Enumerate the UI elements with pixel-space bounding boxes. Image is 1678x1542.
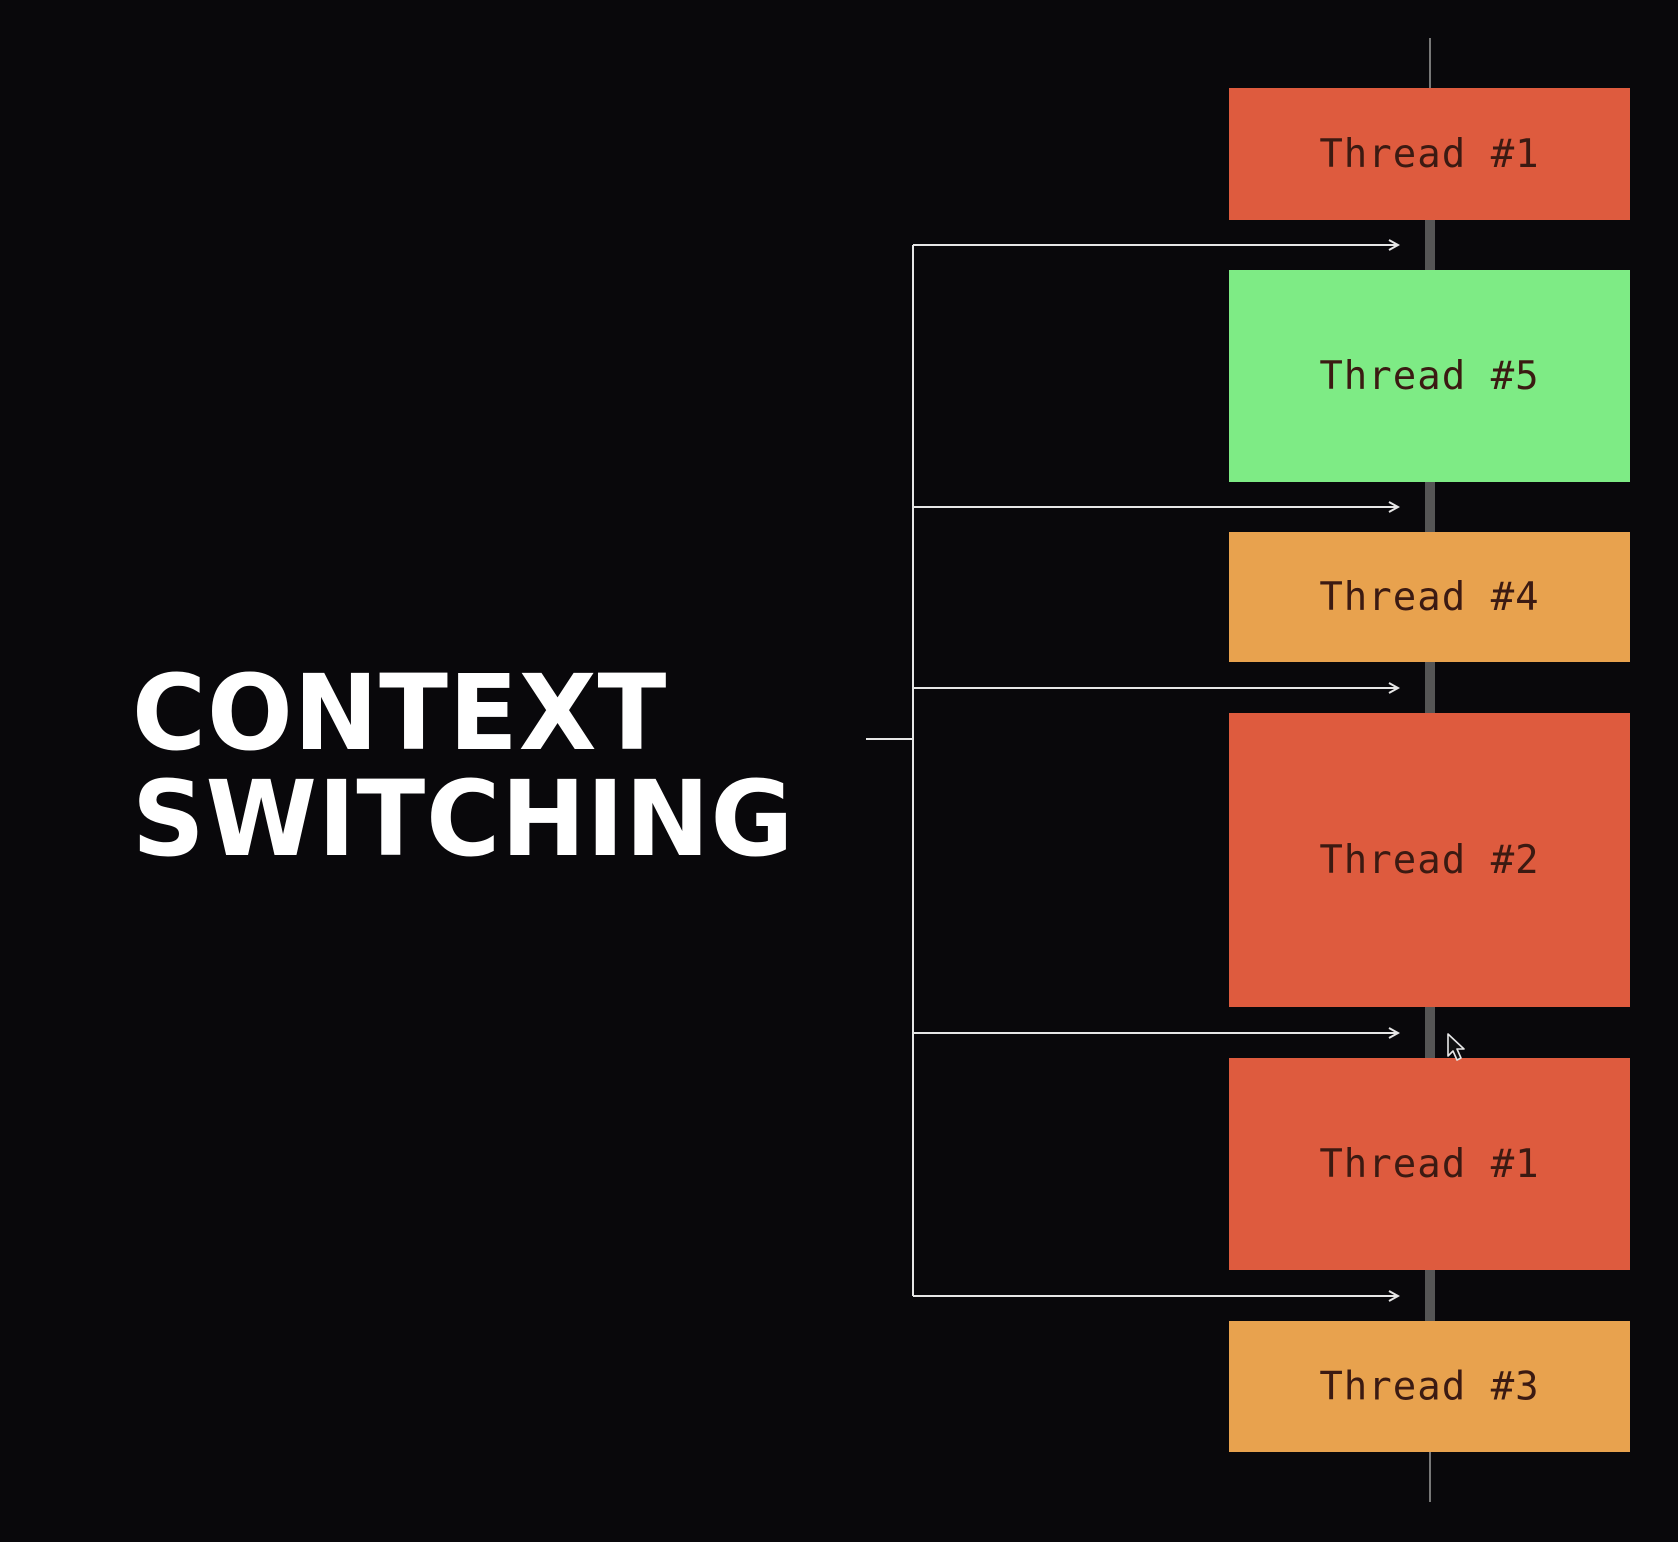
thread-block: Thread #5	[1229, 270, 1630, 482]
thread-block: Thread #4	[1229, 532, 1630, 662]
thread-block-rect	[1229, 713, 1630, 1007]
spine-gap	[1425, 662, 1435, 713]
spine-gap	[1425, 1007, 1435, 1058]
switch-connectors	[866, 245, 1398, 1296]
thread-block: Thread #1	[1229, 88, 1630, 220]
spine-gap	[1425, 1270, 1435, 1321]
thread-block-rect	[1229, 1058, 1630, 1270]
slide-title: CONTEXT SWITCHING	[132, 660, 794, 872]
thread-block-rect	[1229, 270, 1630, 482]
thread-block-label: Thread #5	[1319, 354, 1539, 399]
thread-block-rect	[1229, 1321, 1630, 1452]
title-line-2: SWITCHING	[132, 758, 795, 880]
thread-block-label: Thread #3	[1319, 1365, 1539, 1410]
thread-block-label: Thread #1	[1319, 1142, 1539, 1187]
thread-block-label: Thread #2	[1319, 838, 1539, 883]
thread-blocks: Thread #1 Thread #5 Thread #4 Thread #2 Thre…	[1229, 88, 1630, 1452]
thread-block-label: Thread #4	[1319, 575, 1539, 620]
thread-block: Thread #2	[1229, 713, 1630, 1007]
spine-gap	[1425, 482, 1435, 532]
thread-block-rect	[1229, 532, 1630, 662]
timeline-spine	[1425, 38, 1435, 1502]
thread-block-rect	[1229, 88, 1630, 220]
thread-block-label: Thread #1	[1319, 132, 1539, 177]
title-line-1: CONTEXT	[132, 652, 668, 774]
thread-block: Thread #1	[1229, 1058, 1630, 1270]
thread-block: Thread #3	[1229, 1321, 1630, 1452]
mouse-pointer-icon	[1447, 1033, 1465, 1061]
spine-gap	[1425, 220, 1435, 270]
